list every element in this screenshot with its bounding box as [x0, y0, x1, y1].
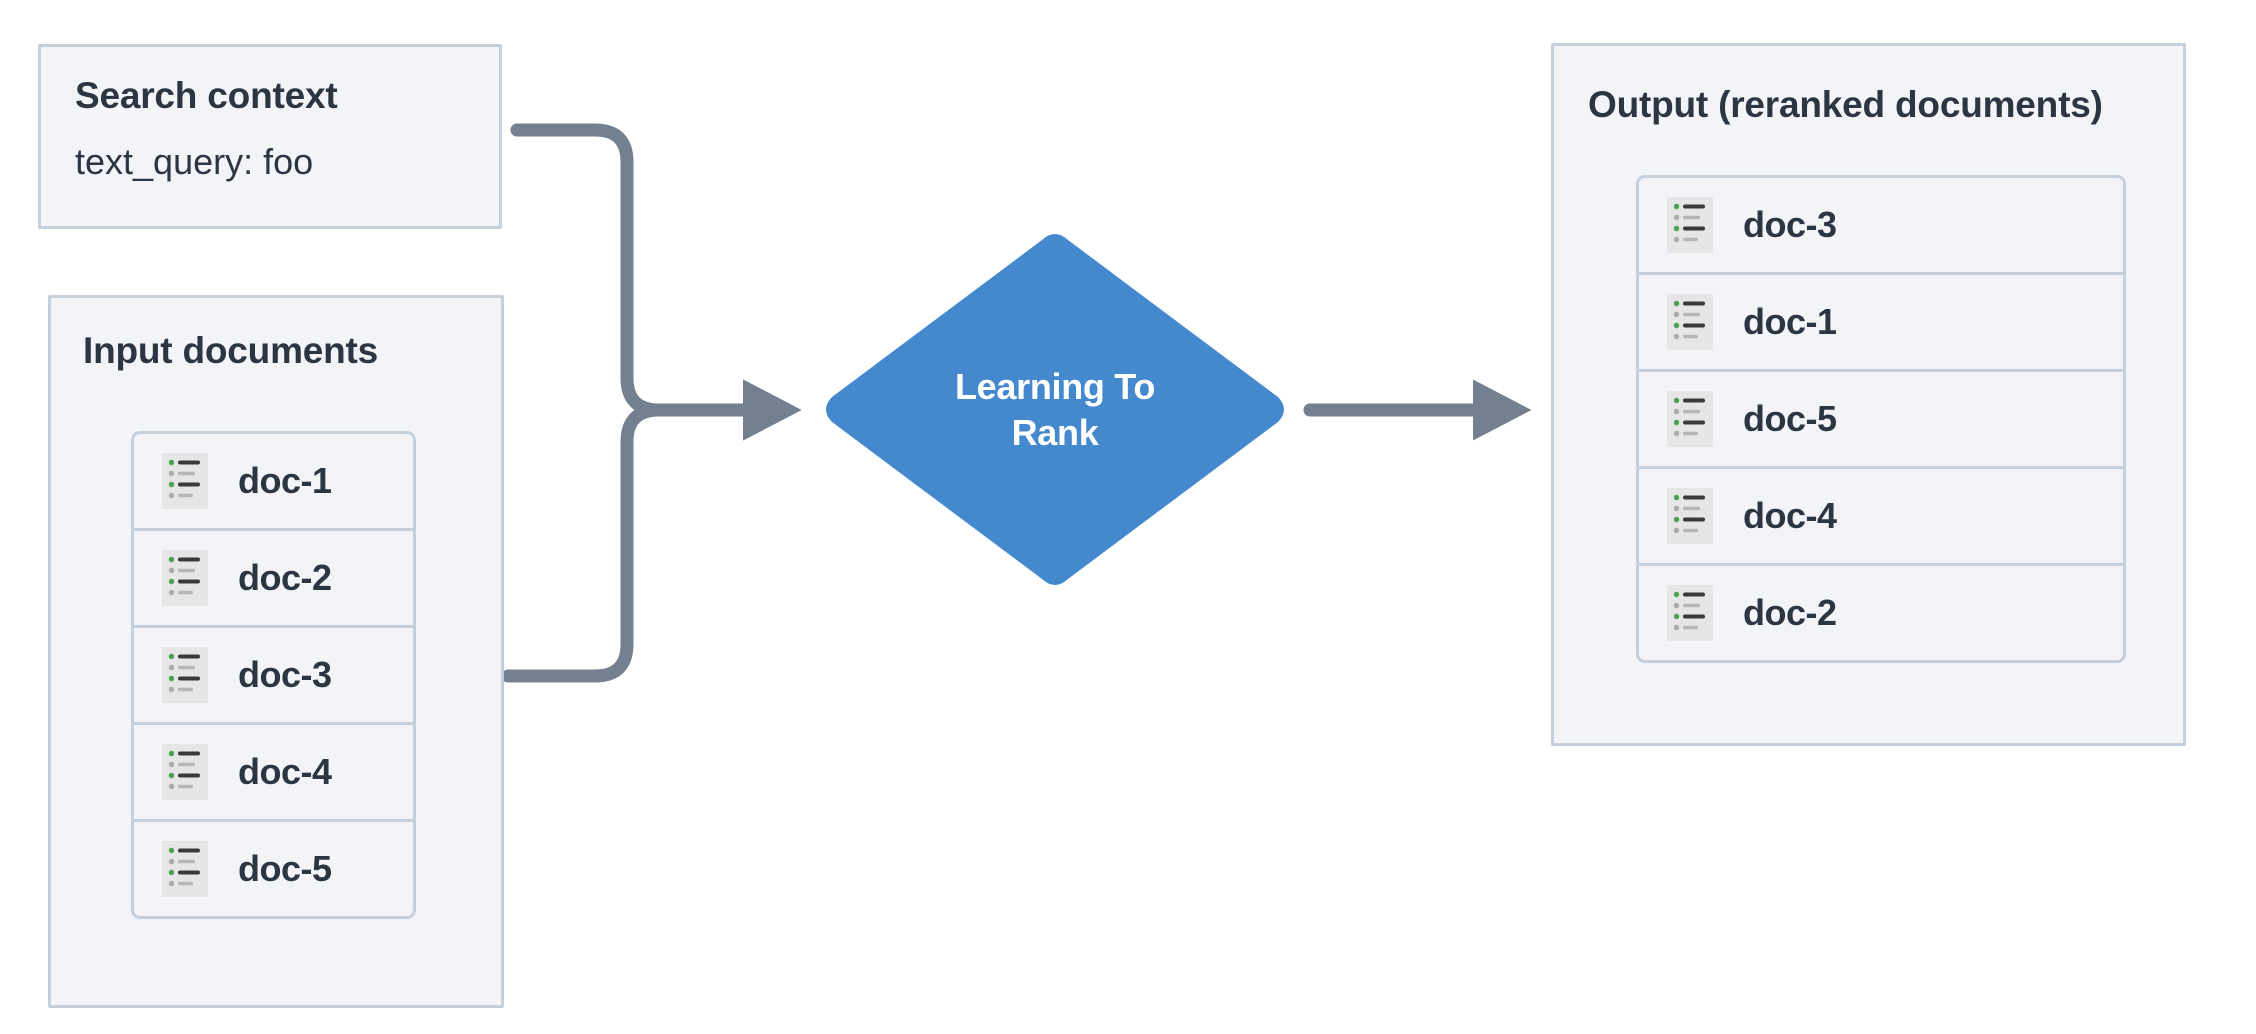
- document-label: doc-4: [1743, 495, 1837, 536]
- document-label: doc-3: [238, 654, 332, 695]
- output-panel-title: Output (reranked documents): [1588, 84, 2103, 125]
- document-label: doc-1: [238, 460, 332, 501]
- learning-to-rank-node[interactable]: Learning To Rank: [820, 228, 1290, 591]
- input-document-row[interactable]: doc-4: [131, 722, 416, 822]
- output-document-row[interactable]: doc-1: [1636, 272, 2126, 372]
- document-list-icon: [1667, 488, 1713, 544]
- document-list-icon: [162, 647, 208, 703]
- document-label: doc-3: [1743, 204, 1837, 245]
- output-document-list: doc-3 doc-1 doc-5 doc-4 doc-2: [1636, 175, 2126, 663]
- document-list-icon: [1667, 197, 1713, 253]
- document-list-icon: [162, 841, 208, 897]
- input-document-row[interactable]: doc-1: [131, 431, 416, 531]
- edge-input-documents-to-ltr: [501, 379, 802, 683]
- search-context-query-text: text_query: foo: [75, 141, 314, 182]
- input-document-row[interactable]: doc-5: [131, 819, 416, 919]
- document-label: doc-5: [1743, 398, 1837, 439]
- diamond-shape: [826, 234, 1284, 585]
- document-label: doc-2: [238, 557, 332, 598]
- input-document-row[interactable]: doc-3: [131, 625, 416, 725]
- document-list-icon: [162, 550, 208, 606]
- input-documents-title: Input documents: [83, 330, 379, 371]
- search-context-title: Search context: [75, 75, 338, 116]
- output-document-row[interactable]: doc-4: [1636, 466, 2126, 566]
- document-list-icon: [162, 744, 208, 800]
- edge-search-context-to-ltr: [510, 123, 802, 441]
- document-list-icon: [1667, 585, 1713, 641]
- input-document-list: doc-1 doc-2 doc-3 doc-4 doc-5: [131, 431, 416, 919]
- output-document-row[interactable]: doc-5: [1636, 369, 2126, 469]
- document-list-icon: [1667, 294, 1713, 350]
- document-list-icon: [1667, 391, 1713, 447]
- output-document-row[interactable]: doc-3: [1636, 175, 2126, 275]
- document-label: doc-2: [1743, 592, 1837, 633]
- document-label: doc-5: [238, 848, 332, 889]
- input-document-row[interactable]: doc-2: [131, 528, 416, 628]
- search-context-panel: Search context text_query: foo: [38, 44, 502, 229]
- document-label: doc-4: [238, 751, 332, 792]
- output-document-row[interactable]: doc-2: [1636, 563, 2126, 663]
- document-label: doc-1: [1743, 301, 1837, 342]
- document-list-icon: [162, 453, 208, 509]
